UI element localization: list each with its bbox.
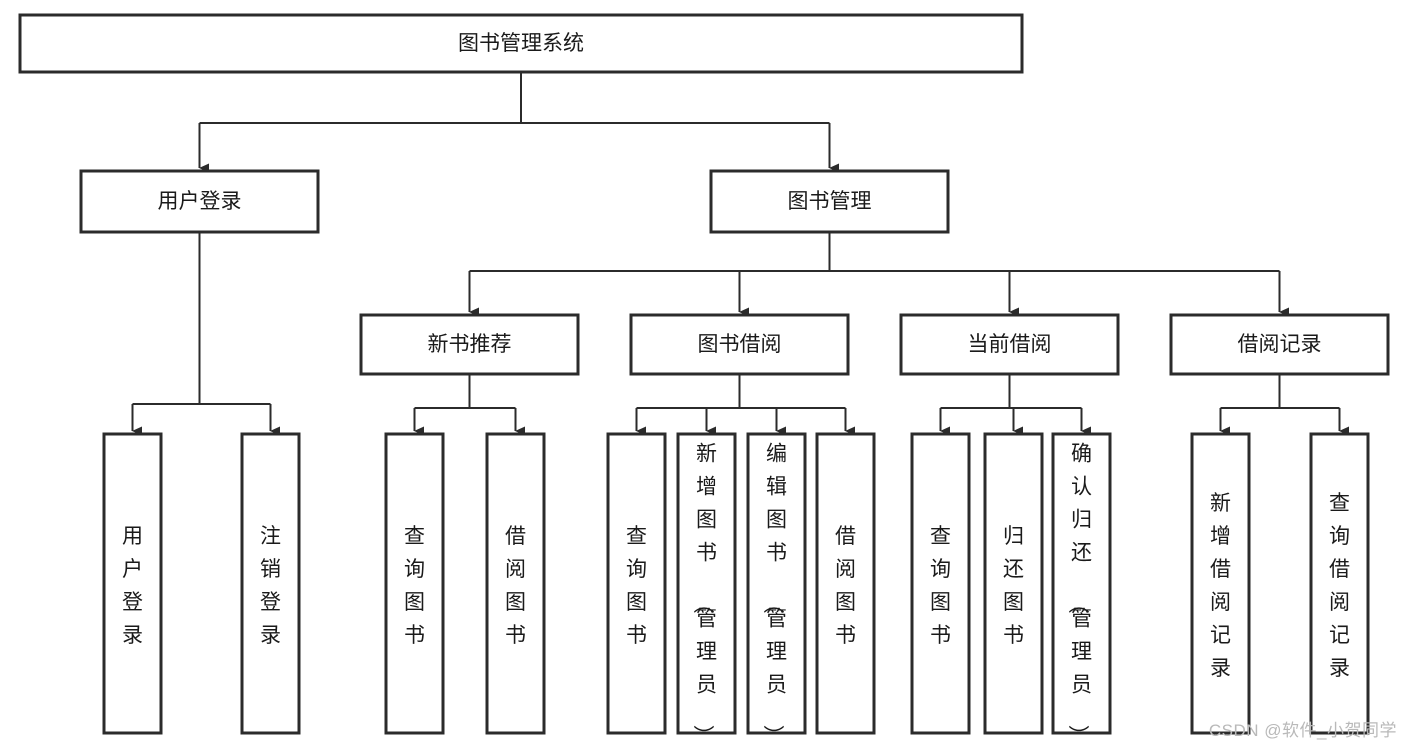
level3-node-新书推荐[interactable]: 新书推荐 — [359, 313, 580, 376]
leaf-node-12[interactable]: 查询借阅记录 — [1309, 432, 1370, 735]
node-label: 注销登录 — [260, 525, 281, 647]
node-box[interactable] — [79, 169, 320, 234]
node-label: 查询图书 — [626, 525, 647, 647]
node-layer: 图书管理系统用户登录图书管理新书推荐图书借阅当前借阅借阅记录用户登录注销登录查询… — [18, 13, 1390, 746]
leaf-node-5[interactable]: 新增图书（管理员） — [676, 432, 737, 746]
node-box[interactable] — [384, 432, 445, 735]
node-box[interactable] — [240, 432, 301, 735]
node-label: 新增借阅记录 — [1210, 492, 1231, 680]
level3-node-借阅记录[interactable]: 借阅记录 — [1169, 313, 1390, 376]
node-box[interactable] — [1309, 432, 1370, 735]
node-box[interactable] — [746, 432, 807, 735]
node-box[interactable] — [18, 13, 1024, 74]
node-label: 查询图书 — [930, 525, 951, 647]
node-label: 查询借阅记录 — [1329, 492, 1350, 680]
node-label: 图书借阅 — [698, 333, 782, 356]
node-label: 确认归还（管理员） — [1066, 443, 1092, 746]
node-label: 借阅图书 — [835, 525, 856, 647]
node-label: 新书推荐 — [428, 333, 512, 356]
leaf-node-7[interactable]: 借阅图书 — [815, 432, 876, 735]
level2-node-图书管理[interactable]: 图书管理 — [709, 169, 950, 234]
node-box[interactable] — [1051, 432, 1112, 735]
node-label: 借阅记录 — [1238, 333, 1322, 356]
node-box[interactable] — [485, 432, 546, 735]
node-label: 借阅图书 — [505, 525, 526, 647]
node-box[interactable] — [899, 313, 1120, 376]
root-node-图书管理系统[interactable]: 图书管理系统 — [18, 13, 1024, 74]
leaf-node-11[interactable]: 新增借阅记录 — [1190, 432, 1251, 735]
node-box[interactable] — [709, 169, 950, 234]
connector-layer — [131, 72, 1350, 436]
node-box[interactable] — [815, 432, 876, 735]
leaf-node-0[interactable]: 用户登录 — [102, 432, 163, 735]
node-label: 图书管理 — [788, 190, 872, 213]
node-box[interactable] — [102, 432, 163, 735]
leaf-node-9[interactable]: 归还图书 — [983, 432, 1044, 735]
node-box[interactable] — [606, 432, 667, 735]
node-label: 查询图书 — [404, 525, 425, 647]
node-box[interactable] — [983, 432, 1044, 735]
leaf-node-6[interactable]: 编辑图书（管理员） — [746, 432, 807, 746]
leaf-node-4[interactable]: 查询图书 — [606, 432, 667, 735]
node-box[interactable] — [1190, 432, 1251, 735]
level3-node-当前借阅[interactable]: 当前借阅 — [899, 313, 1120, 376]
node-label: 归还图书 — [1003, 525, 1024, 647]
node-box[interactable] — [676, 432, 737, 735]
node-box[interactable] — [629, 313, 850, 376]
node-label: 用户登录 — [122, 525, 143, 647]
leaf-node-10[interactable]: 确认归还（管理员） — [1051, 432, 1112, 746]
node-box[interactable] — [1169, 313, 1390, 376]
node-label: 当前借阅 — [968, 333, 1052, 356]
level3-node-图书借阅[interactable]: 图书借阅 — [629, 313, 850, 376]
level2-node-用户登录[interactable]: 用户登录 — [79, 169, 320, 234]
leaf-node-8[interactable]: 查询图书 — [910, 432, 971, 735]
leaf-node-3[interactable]: 借阅图书 — [485, 432, 546, 735]
leaf-node-2[interactable]: 查询图书 — [384, 432, 445, 735]
node-label: 新增图书（管理员） — [691, 443, 717, 746]
node-label: 用户登录 — [158, 190, 242, 213]
node-box[interactable] — [359, 313, 580, 376]
node-label: 图书管理系统 — [458, 32, 584, 55]
node-label: 编辑图书（管理员） — [761, 443, 787, 746]
node-box[interactable] — [910, 432, 971, 735]
leaf-node-1[interactable]: 注销登录 — [240, 432, 301, 735]
